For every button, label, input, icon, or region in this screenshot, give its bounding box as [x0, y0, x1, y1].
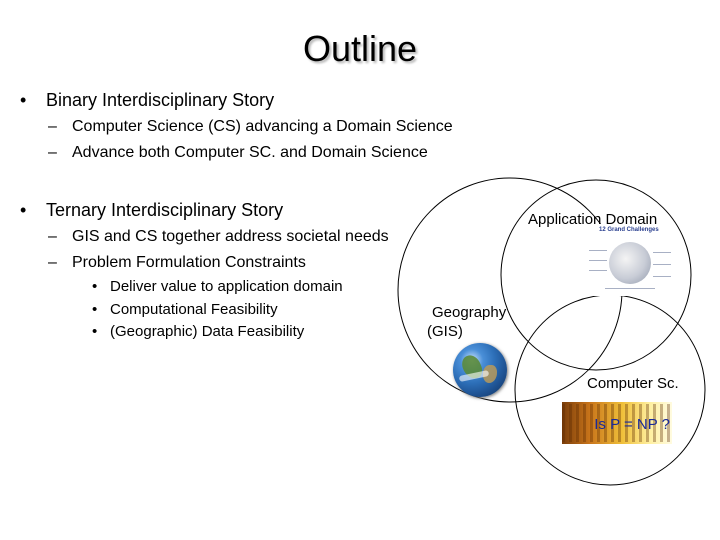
application-domain-label: Application Domain	[528, 211, 658, 228]
globe-thumbnail-icon	[609, 242, 651, 284]
dash-marker: –	[48, 254, 57, 271]
geography-label: Geography	[432, 304, 507, 321]
bullet-binary-story: • Binary Interdisciplinary Story	[20, 90, 274, 111]
slide-title: Outline	[302, 28, 418, 69]
sub-bullet-cs-advancing: –Computer Science (CS) advancing a Domai…	[48, 118, 453, 136]
sub-bullet-text: Advance both Computer SC. and Domain Sci…	[72, 144, 428, 161]
dash-marker: –	[48, 144, 57, 161]
thumbnail-line	[589, 270, 607, 271]
binary-code-image: Is P = NP ?	[562, 402, 672, 444]
sub-bullet-text: Problem Formulation Constraints	[72, 254, 306, 271]
sub-sub-bullet-text: Computational Feasibility	[110, 301, 278, 318]
sub-sub-bullet-computational: • Computational Feasibility	[92, 301, 278, 318]
sub-bullet-advance-both: –Advance both Computer SC. and Domain Sc…	[48, 144, 428, 162]
thumbnail-line	[653, 252, 671, 253]
earth-globe-icon	[453, 343, 507, 397]
sub-bullet-text: GIS and CS together address societal nee…	[72, 228, 389, 245]
bullet-ternary-story: • Ternary Interdisciplinary Story	[20, 200, 283, 221]
thumbnail-title: 12 Grand Challenges	[599, 227, 659, 233]
sub-sub-bullet-data-feasibility: • (Geographic) Data Feasibility	[92, 323, 304, 340]
gis-label: (GIS)	[427, 323, 463, 340]
thumbnail-line	[653, 276, 671, 277]
p-equals-np-label: Is P = NP ?	[594, 416, 670, 433]
bullet-marker: •	[92, 278, 98, 295]
thumbnail-line	[589, 250, 607, 251]
application-domain-circle	[500, 179, 692, 371]
sub-sub-bullet-text: (Geographic) Data Feasibility	[110, 323, 305, 340]
dash-marker: –	[48, 118, 57, 135]
bullet-marker: •	[92, 301, 98, 318]
grand-challenges-thumbnail: 12 Grand Challenges	[585, 224, 675, 296]
sub-bullet-problem-formulation: –Problem Formulation Constraints	[48, 254, 306, 272]
bullet-text: Ternary Interdisciplinary Story	[46, 200, 284, 220]
thumbnail-line	[605, 288, 655, 289]
bullet-marker: •	[20, 200, 27, 220]
sub-bullet-gis-cs: –GIS and CS together address societal ne…	[48, 228, 389, 246]
sub-bullet-text: Computer Science (CS) advancing a Domain…	[72, 118, 453, 135]
bullet-marker: •	[20, 90, 27, 110]
sub-sub-bullet-deliver-value: • Deliver value to application domain	[92, 278, 343, 295]
dash-marker: –	[48, 228, 57, 245]
thumbnail-line	[589, 260, 607, 261]
thumbnail-line	[653, 264, 671, 265]
bullet-text: Binary Interdisciplinary Story	[46, 90, 275, 110]
computer-science-label: Computer Sc.	[587, 375, 679, 392]
bullet-marker: •	[92, 323, 98, 340]
sub-sub-bullet-text: Deliver value to application domain	[110, 278, 343, 295]
